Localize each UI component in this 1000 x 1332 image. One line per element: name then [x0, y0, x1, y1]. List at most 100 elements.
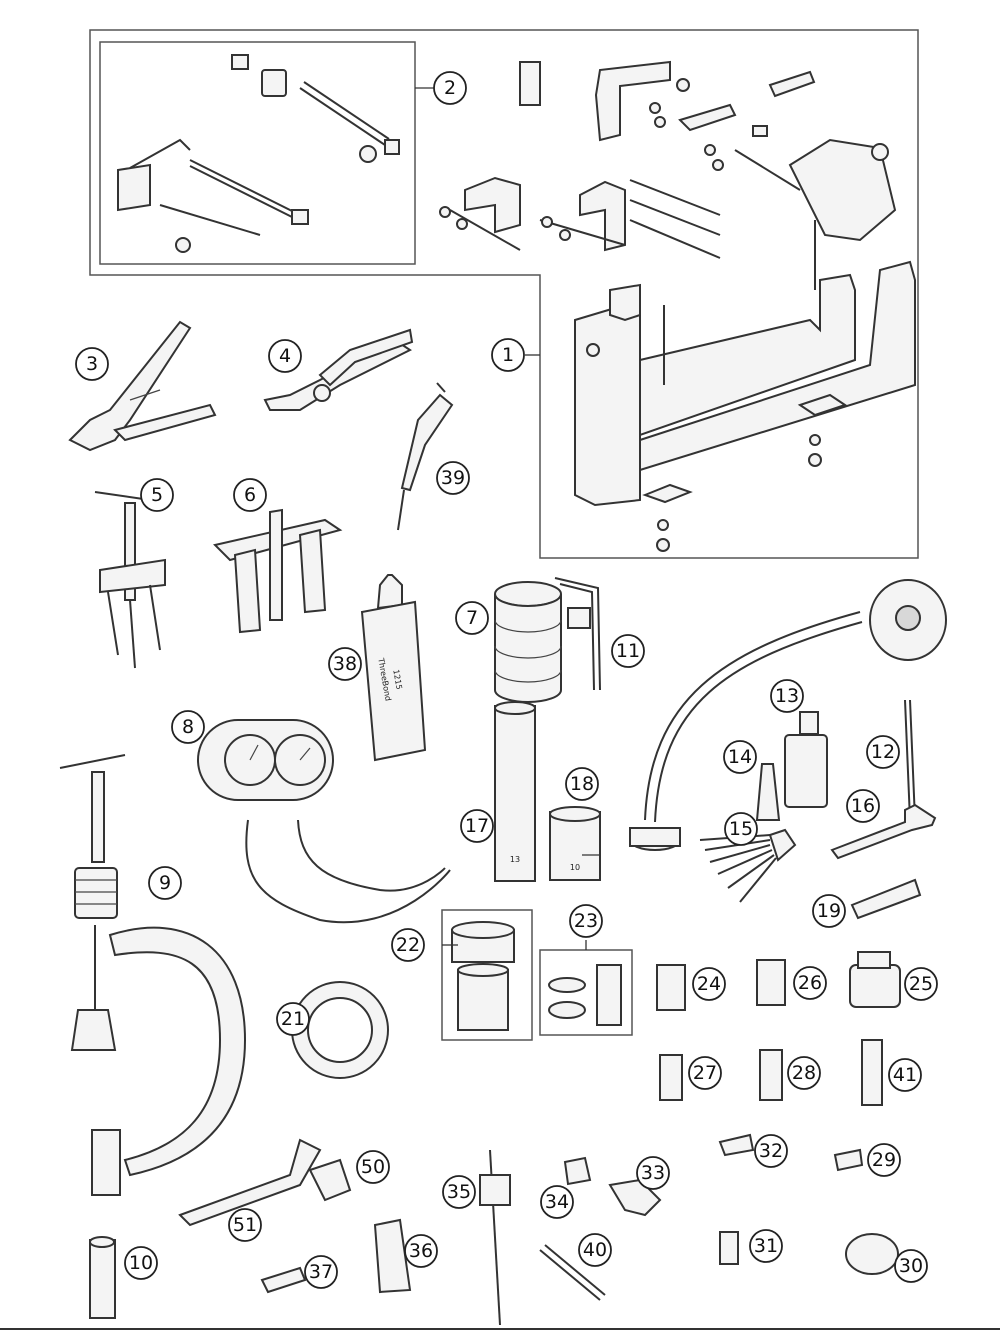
- part-23-pieces: [548, 964, 622, 1026]
- callout-1: 1: [491, 338, 525, 372]
- stand-nuts: [439, 78, 768, 241]
- callout-23: 23: [569, 904, 603, 938]
- callout-21: 21: [276, 1002, 310, 1036]
- pliers: [68, 320, 217, 452]
- svg-text:22: 22: [396, 934, 420, 956]
- svg-text:39: 39: [441, 467, 465, 489]
- dial-gauge-holder: [629, 579, 947, 851]
- svg-text:5: 5: [151, 484, 163, 506]
- callout-25: 25: [904, 967, 938, 1001]
- callout-6: 6: [233, 478, 267, 512]
- part-12: [904, 699, 916, 821]
- part-10: [89, 1236, 116, 1319]
- socket-17-size: 13: [510, 855, 520, 864]
- callout-12: 12: [866, 735, 900, 769]
- callout-36: 36: [404, 1234, 438, 1268]
- callout-11: 11: [611, 634, 645, 668]
- svg-text:41: 41: [893, 1064, 917, 1086]
- svg-text:28: 28: [792, 1062, 816, 1084]
- callout-35: 35: [442, 1175, 476, 1209]
- svg-text:26: 26: [798, 972, 822, 994]
- svg-text:8: 8: [182, 716, 194, 738]
- callout-38: 38: [328, 647, 362, 681]
- svg-text:3: 3: [86, 353, 98, 375]
- callout-7: 7: [455, 601, 489, 635]
- svg-text:15: 15: [729, 818, 753, 840]
- svg-text:38: 38: [333, 653, 357, 675]
- svg-text:24: 24: [697, 973, 721, 995]
- callout-4: 4: [268, 339, 302, 373]
- svg-text:1: 1: [502, 344, 514, 366]
- svg-text:29: 29: [872, 1149, 896, 1171]
- svg-text:4: 4: [279, 345, 291, 367]
- adapter-kit-frame: [99, 41, 416, 265]
- svg-text:25: 25: [909, 973, 933, 995]
- svg-text:40: 40: [583, 1239, 607, 1261]
- callout-51: 51: [228, 1208, 262, 1242]
- pin-spanner: [830, 803, 937, 860]
- hose-clamp-pliers: [263, 328, 414, 411]
- leader-lines: [415, 87, 600, 950]
- lock-ring-tool: [291, 981, 389, 1079]
- svg-text:16: 16: [851, 795, 875, 817]
- tube-code-label: 1215: [391, 669, 403, 691]
- svg-text:31: 31: [754, 1235, 778, 1257]
- callout-14: 14: [723, 740, 757, 774]
- callout-37: 37: [304, 1255, 338, 1289]
- engine-stand-kit-frame: [89, 29, 919, 559]
- callout-29: 29: [867, 1143, 901, 1177]
- callout-19: 19: [812, 894, 846, 928]
- svg-text:36: 36: [409, 1240, 433, 1262]
- callout-16: 16: [846, 789, 880, 823]
- two-arm-puller: [213, 508, 343, 634]
- svg-text:37: 37: [309, 1261, 333, 1283]
- vacuum-gauge: [197, 719, 451, 924]
- svg-text:12: 12: [871, 741, 895, 763]
- svg-text:33: 33: [641, 1162, 665, 1184]
- socket-18: 10: [549, 806, 601, 881]
- svg-text:7: 7: [466, 607, 478, 629]
- callout-34: 34: [540, 1185, 574, 1219]
- callout-15: 15: [724, 812, 758, 846]
- part-19-strip: [850, 878, 922, 920]
- socket-18-size: 10: [570, 863, 580, 872]
- callout-28: 28: [787, 1056, 821, 1090]
- callout-39: 39: [436, 461, 470, 495]
- svg-text:10: 10: [129, 1252, 153, 1274]
- callout-17: 17: [460, 809, 494, 843]
- engine-stand: [439, 60, 916, 552]
- valve-spring-compressor: [59, 754, 247, 1196]
- callout-40: 40: [578, 1233, 612, 1267]
- callout-9: 9: [148, 866, 182, 900]
- part-22-frame: [441, 909, 533, 1041]
- callout-26: 26: [793, 966, 827, 1000]
- svg-text:30: 30: [899, 1255, 923, 1277]
- svg-text:32: 32: [759, 1140, 783, 1162]
- callout-2: 2: [433, 71, 467, 105]
- callout-22: 22: [391, 928, 425, 962]
- svg-text:34: 34: [545, 1191, 569, 1213]
- callout-18: 18: [565, 767, 599, 801]
- svg-text:2: 2: [444, 77, 456, 99]
- callout-3: 3: [75, 347, 109, 381]
- part-14: [755, 763, 781, 821]
- adapter-kit-parts: [117, 54, 400, 253]
- svg-text:23: 23: [574, 910, 598, 932]
- svg-text:6: 6: [244, 484, 256, 506]
- svg-text:21: 21: [281, 1008, 305, 1030]
- socket-17: 13: [494, 701, 536, 882]
- callout-31: 31: [749, 1229, 783, 1263]
- grease-syringe: [397, 382, 454, 531]
- callout-32: 32: [754, 1134, 788, 1168]
- callout-27: 27: [688, 1056, 722, 1090]
- part-22-pieces: [451, 921, 515, 1031]
- callout-41: 41: [888, 1058, 922, 1092]
- callout-5: 5: [140, 478, 174, 512]
- svg-text:13: 13: [775, 685, 799, 707]
- svg-text:27: 27: [693, 1062, 717, 1084]
- part-13-bottle: [784, 711, 828, 808]
- svg-text:35: 35: [447, 1181, 471, 1203]
- svg-text:18: 18: [570, 773, 594, 795]
- callout-8: 8: [171, 710, 205, 744]
